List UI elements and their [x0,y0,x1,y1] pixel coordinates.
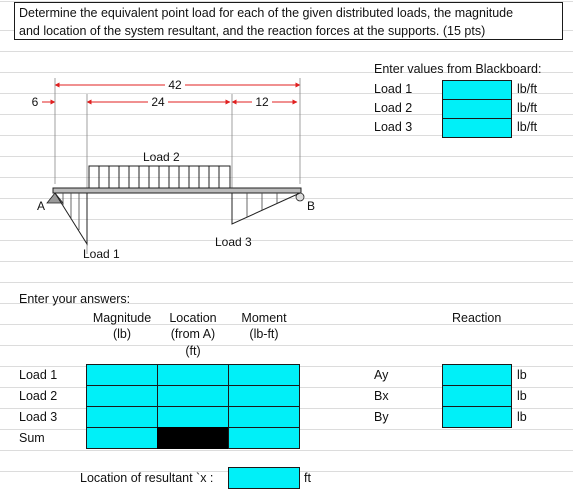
load-3-label: Load 3 [215,235,252,249]
dimension-right: 12 [255,95,269,109]
reaction-by-unit: lb [517,410,527,424]
load-1-magnitude-input[interactable] [86,364,158,386]
reaction-by-input[interactable] [442,406,512,428]
blackboard-heading: Enter values from Blackboard: [374,62,542,76]
row-label-load-2: Load 2 [19,389,58,403]
row-label-load-3: Load 3 [19,410,58,424]
load-2-location-input[interactable] [157,385,229,407]
col-location-header-3: (ft) [185,344,201,358]
reaction-ay-input[interactable] [442,364,512,386]
beam-diagram: 42 6 24 12 Load 2 A B Load 1 Load 3 [32,78,315,261]
col-location-header-1: Location [169,311,217,325]
blackboard-load-3-label: Load 3 [374,120,413,134]
problem-line-2: and location of the system resultant, an… [19,24,486,38]
sum-moment-input[interactable] [228,427,300,449]
load-3-distribution [231,192,301,225]
sum-location-blocked [157,427,229,449]
answers-heading: Enter your answers: [19,292,131,306]
load-1-moment-input[interactable] [228,364,300,386]
row-label-load-1: Load 1 [19,368,58,382]
resultant-location-input[interactable] [228,467,300,489]
support-b-label: B [307,199,315,213]
reaction-bx-label: Bx [374,389,389,403]
sum-magnitude-input[interactable] [86,427,158,449]
reaction-heading: Reaction [452,311,502,325]
col-magnitude-header-2: (lb) [112,327,132,341]
reaction-ay-unit: lb [517,368,527,382]
load-2-moment-input[interactable] [228,385,300,407]
reaction-bx-unit: lb [517,389,527,403]
blackboard-load-1-unit: lb/ft [517,82,538,96]
blackboard-load-1-input[interactable] [442,80,512,100]
blackboard-load-2-unit: lb/ft [517,101,538,115]
blackboard-load-3-unit: lb/ft [517,120,538,134]
blackboard-load-3-input[interactable] [442,118,512,138]
blackboard-load-1-label: Load 1 [374,82,413,96]
reaction-bx-input[interactable] [442,385,512,407]
resultant-label: Location of resultant `x : [80,471,214,485]
load-1-label: Load 1 [83,247,120,261]
col-moment-header-1: Moment [241,311,287,325]
dimension-total: 42 [168,78,182,92]
load-2-magnitude-input[interactable] [86,385,158,407]
load-2-label: Load 2 [143,150,180,164]
dimension-mid: 24 [151,95,165,109]
problem-statement-box [14,2,563,40]
row-label-sum: Sum [19,431,45,445]
reaction-ay-label: Ay [374,368,389,382]
support-a [46,192,64,204]
col-magnitude-header-1: Magnitude [92,311,152,325]
blackboard-load-2-label: Load 2 [374,101,413,115]
problem-line-1: Determine the equivalent point load for … [19,6,514,20]
load-3-magnitude-input[interactable] [86,406,158,428]
beam [52,187,302,194]
col-location-header-2: (from A) [170,327,216,341]
dimension-left: 6 [32,95,39,109]
reaction-by-label: By [374,410,389,424]
blackboard-load-2-input[interactable] [442,99,512,119]
support-a-label: A [37,199,45,213]
load-3-location-input[interactable] [157,406,229,428]
col-moment-header-2: (lb-ft) [249,327,279,341]
load-1-location-input[interactable] [157,364,229,386]
resultant-unit: ft [304,471,311,485]
load-3-moment-input[interactable] [228,406,300,428]
